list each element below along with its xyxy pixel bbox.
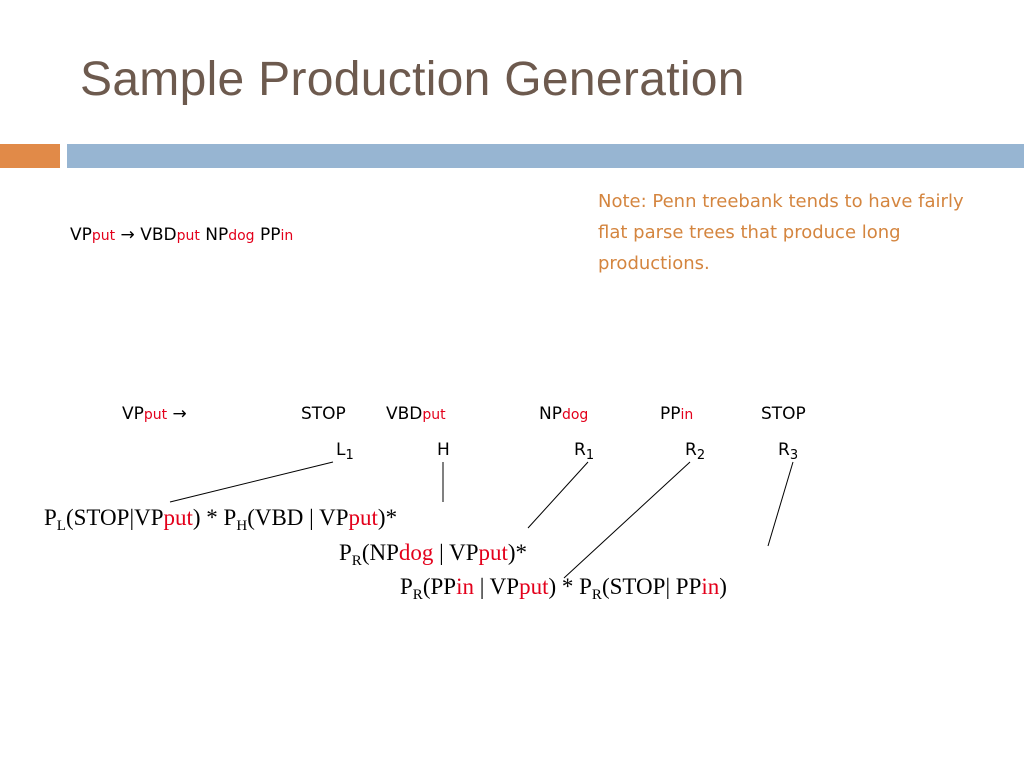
f-text: ) *	[192, 505, 218, 530]
f-bar: |	[309, 505, 314, 530]
f-head: in	[456, 574, 474, 599]
pos-letter: L	[336, 440, 346, 460]
f-text: (STOP	[65, 505, 130, 530]
seq-item-label: STOP	[301, 404, 346, 424]
f-sub: H	[236, 518, 248, 534]
formula-line-2: PR(NPdog | VPput)*	[339, 540, 527, 570]
f-bar: |	[129, 505, 135, 530]
seq-item-head: in	[680, 407, 694, 423]
seq-item: STOP	[761, 404, 806, 424]
pos-letter: R	[778, 440, 790, 460]
seq-item: STOP	[301, 404, 346, 424]
seq-item-head: dog	[561, 407, 589, 423]
rule-lhs: VP	[70, 225, 92, 245]
f-head: put	[163, 505, 193, 530]
f-p: P	[400, 574, 413, 599]
f-text: VP	[489, 574, 520, 599]
seq-item: VBDput	[386, 404, 446, 424]
pos-label: R1	[574, 440, 594, 463]
rule-c2: NP	[205, 225, 229, 245]
production-rule: VPput → VBDput NPdog PPin	[70, 225, 293, 245]
f-text: (NP	[361, 540, 399, 565]
accent-bar-blue	[67, 144, 1024, 168]
seq-arrow: →	[172, 404, 187, 424]
rule-arrow: →	[120, 225, 135, 245]
pos-sub: 1	[345, 448, 354, 463]
f-bar: |	[479, 574, 485, 599]
f-p: P	[579, 574, 592, 599]
seq-item-label: VBD	[386, 404, 423, 424]
f-head: put	[519, 574, 549, 599]
rule-c1: VBD	[140, 225, 177, 245]
rule-c3-head: in	[280, 228, 294, 244]
f-sub: R	[351, 553, 362, 569]
f-bar: |	[439, 540, 444, 565]
connector-r1	[527, 461, 589, 529]
formula-line-3: PR(PPin | VPput) * PR(STOP| PPin)	[400, 574, 727, 604]
f-text: ) *	[548, 574, 580, 599]
f-bar: |	[665, 574, 671, 599]
f-text: (PP	[422, 574, 457, 599]
slide-title: Sample Production Generation	[80, 53, 745, 106]
f-text: VP	[449, 540, 479, 565]
f-sub: R	[412, 587, 423, 603]
f-p: P	[339, 540, 352, 565]
pos-sub: 1	[585, 448, 595, 463]
f-p: P	[217, 505, 237, 530]
f-text: (VBD	[247, 505, 304, 530]
f-sub: L	[56, 518, 66, 534]
note-text: Note: Penn treebank tends to have fairly…	[598, 191, 964, 274]
seq-item-label: STOP	[761, 404, 806, 424]
seq-item-head: put	[422, 407, 446, 423]
rule-c2-head: dog	[228, 228, 255, 244]
f-text: )*	[377, 505, 398, 530]
seq-lhs-label: VP	[122, 404, 144, 424]
pos-letter: R	[574, 440, 586, 460]
formula-line-1: PL(STOP|VPput) * PH(VBD | VPput)*	[44, 505, 397, 535]
rule-c3: PP	[259, 225, 281, 245]
f-text: )*	[507, 540, 528, 565]
f-text: VP	[134, 505, 164, 530]
seq-lhs-head: put	[143, 407, 168, 423]
f-sub: R	[591, 587, 602, 603]
rule-c1-head: put	[176, 228, 200, 244]
accent-bar-orange	[0, 144, 60, 168]
f-text: (STOP	[601, 574, 666, 599]
pos-label: R3	[778, 440, 798, 463]
pos-label: H	[437, 440, 450, 460]
pos-letter: R	[685, 440, 697, 460]
seq-item-label: PP	[660, 404, 681, 424]
pos-label: R2	[685, 440, 705, 463]
connector-r2	[563, 461, 691, 579]
f-head: in	[701, 574, 720, 599]
pos-sub: 3	[789, 448, 799, 463]
seq-item: PPin	[660, 404, 693, 424]
seq-lhs: VPput →	[122, 404, 187, 424]
connector-l1	[169, 461, 334, 503]
f-text: PP	[675, 574, 702, 599]
f-head: put	[478, 540, 508, 565]
rule-lhs-head: put	[91, 228, 116, 244]
connector-r3	[767, 461, 794, 547]
f-p: P	[44, 505, 57, 530]
f-text: )	[719, 574, 727, 599]
pos-sub: 2	[696, 448, 706, 463]
f-head: put	[348, 505, 378, 530]
seq-item-label: NP	[539, 404, 562, 424]
f-head: dog	[398, 540, 434, 565]
pos-label: L1	[336, 440, 354, 463]
seq-item: NPdog	[539, 404, 588, 424]
f-text: VP	[319, 505, 349, 530]
pos-letter: H	[437, 440, 450, 460]
